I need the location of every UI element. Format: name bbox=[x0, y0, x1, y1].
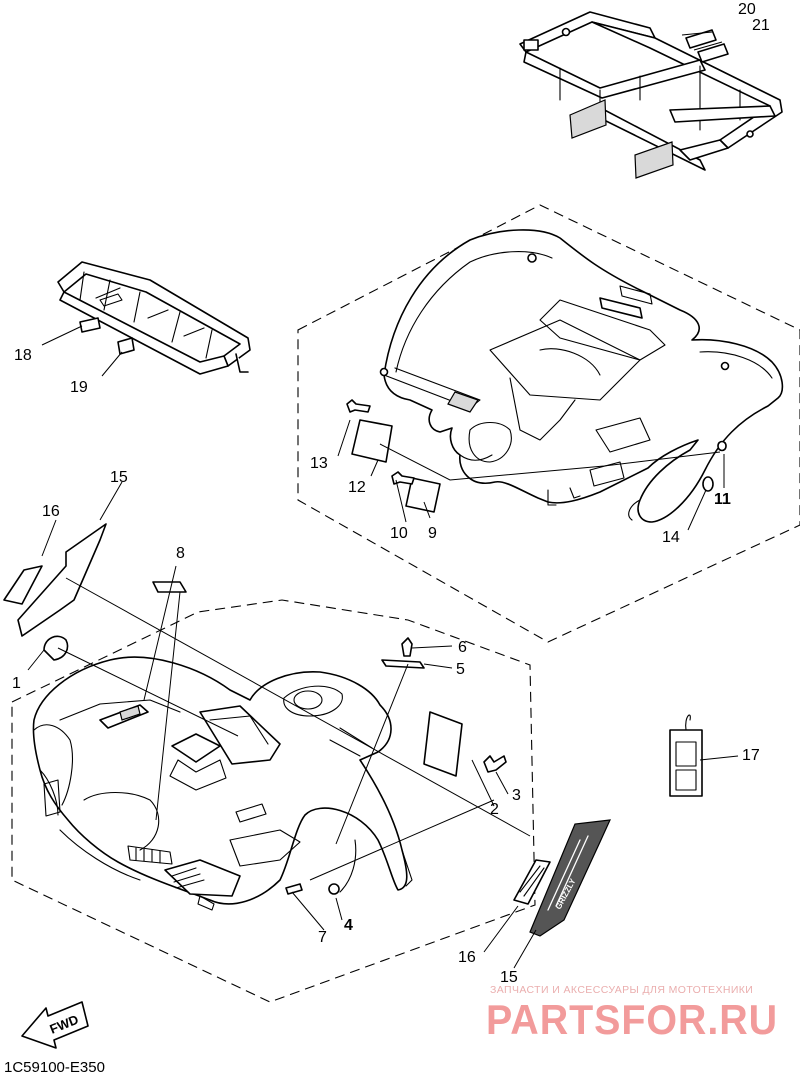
callout-3: 3 bbox=[512, 787, 521, 804]
decal-18 bbox=[79, 317, 101, 333]
callout-4: 4 bbox=[344, 917, 353, 934]
fwd-arrow: FWD bbox=[21, 1001, 89, 1049]
callout-18: 18 bbox=[14, 347, 32, 364]
callout-9: 9 bbox=[428, 525, 437, 542]
front-carrier bbox=[57, 261, 251, 375]
leader-lines bbox=[27, 31, 739, 969]
callout-8: 8 bbox=[176, 545, 185, 562]
side-decal-left bbox=[3, 523, 107, 637]
callout-13: 13 bbox=[310, 455, 328, 472]
callout-15-bottom: 15 bbox=[500, 969, 518, 986]
warning-tag-17 bbox=[669, 714, 703, 797]
callout-19: 19 bbox=[70, 379, 88, 396]
callout-2: 2 bbox=[490, 801, 499, 818]
rear-fender bbox=[379, 229, 784, 523]
watermark-brand: PARTSFOR.RU bbox=[486, 996, 778, 1043]
front-fender bbox=[32, 656, 413, 911]
callout-5: 5 bbox=[456, 661, 465, 678]
callouts: 20 21 18 19 13 12 10 9 11 14 15 16 8 1 6… bbox=[12, 1, 770, 986]
callout-16-top: 16 bbox=[42, 503, 60, 520]
callout-6: 6 bbox=[458, 639, 467, 656]
rear-fender-group-outline bbox=[297, 204, 800, 643]
callout-17: 17 bbox=[742, 747, 760, 764]
callout-14: 14 bbox=[662, 529, 680, 546]
side-decal-right: GRIZZLY bbox=[513, 819, 611, 937]
callout-11: 11 bbox=[714, 491, 731, 508]
callout-7: 7 bbox=[318, 929, 327, 946]
watermark: ЗАПЧАСТИ И АКСЕССУАРЫ ДЛЯ МОТОТЕХНИКИ PA… bbox=[486, 984, 778, 1043]
front-decals-fasteners bbox=[43, 581, 507, 895]
rear-decals-fasteners bbox=[346, 399, 727, 513]
callout-10: 10 bbox=[390, 525, 408, 542]
diagram-code: 1C59100-E350 bbox=[4, 1059, 105, 1075]
callout-12: 12 bbox=[348, 479, 366, 496]
callout-21: 21 bbox=[752, 17, 770, 34]
rear-carrier bbox=[519, 11, 783, 179]
front-fender-group-outline bbox=[11, 599, 536, 1003]
callout-1: 1 bbox=[12, 675, 21, 692]
callout-16-bottom: 16 bbox=[458, 949, 476, 966]
callout-20: 20 bbox=[738, 1, 756, 18]
watermark-tagline: ЗАПЧАСТИ И АКСЕССУАРЫ ДЛЯ МОТОТЕХНИКИ bbox=[490, 984, 753, 996]
callout-15-top: 15 bbox=[110, 469, 128, 486]
decal-19 bbox=[117, 337, 135, 355]
